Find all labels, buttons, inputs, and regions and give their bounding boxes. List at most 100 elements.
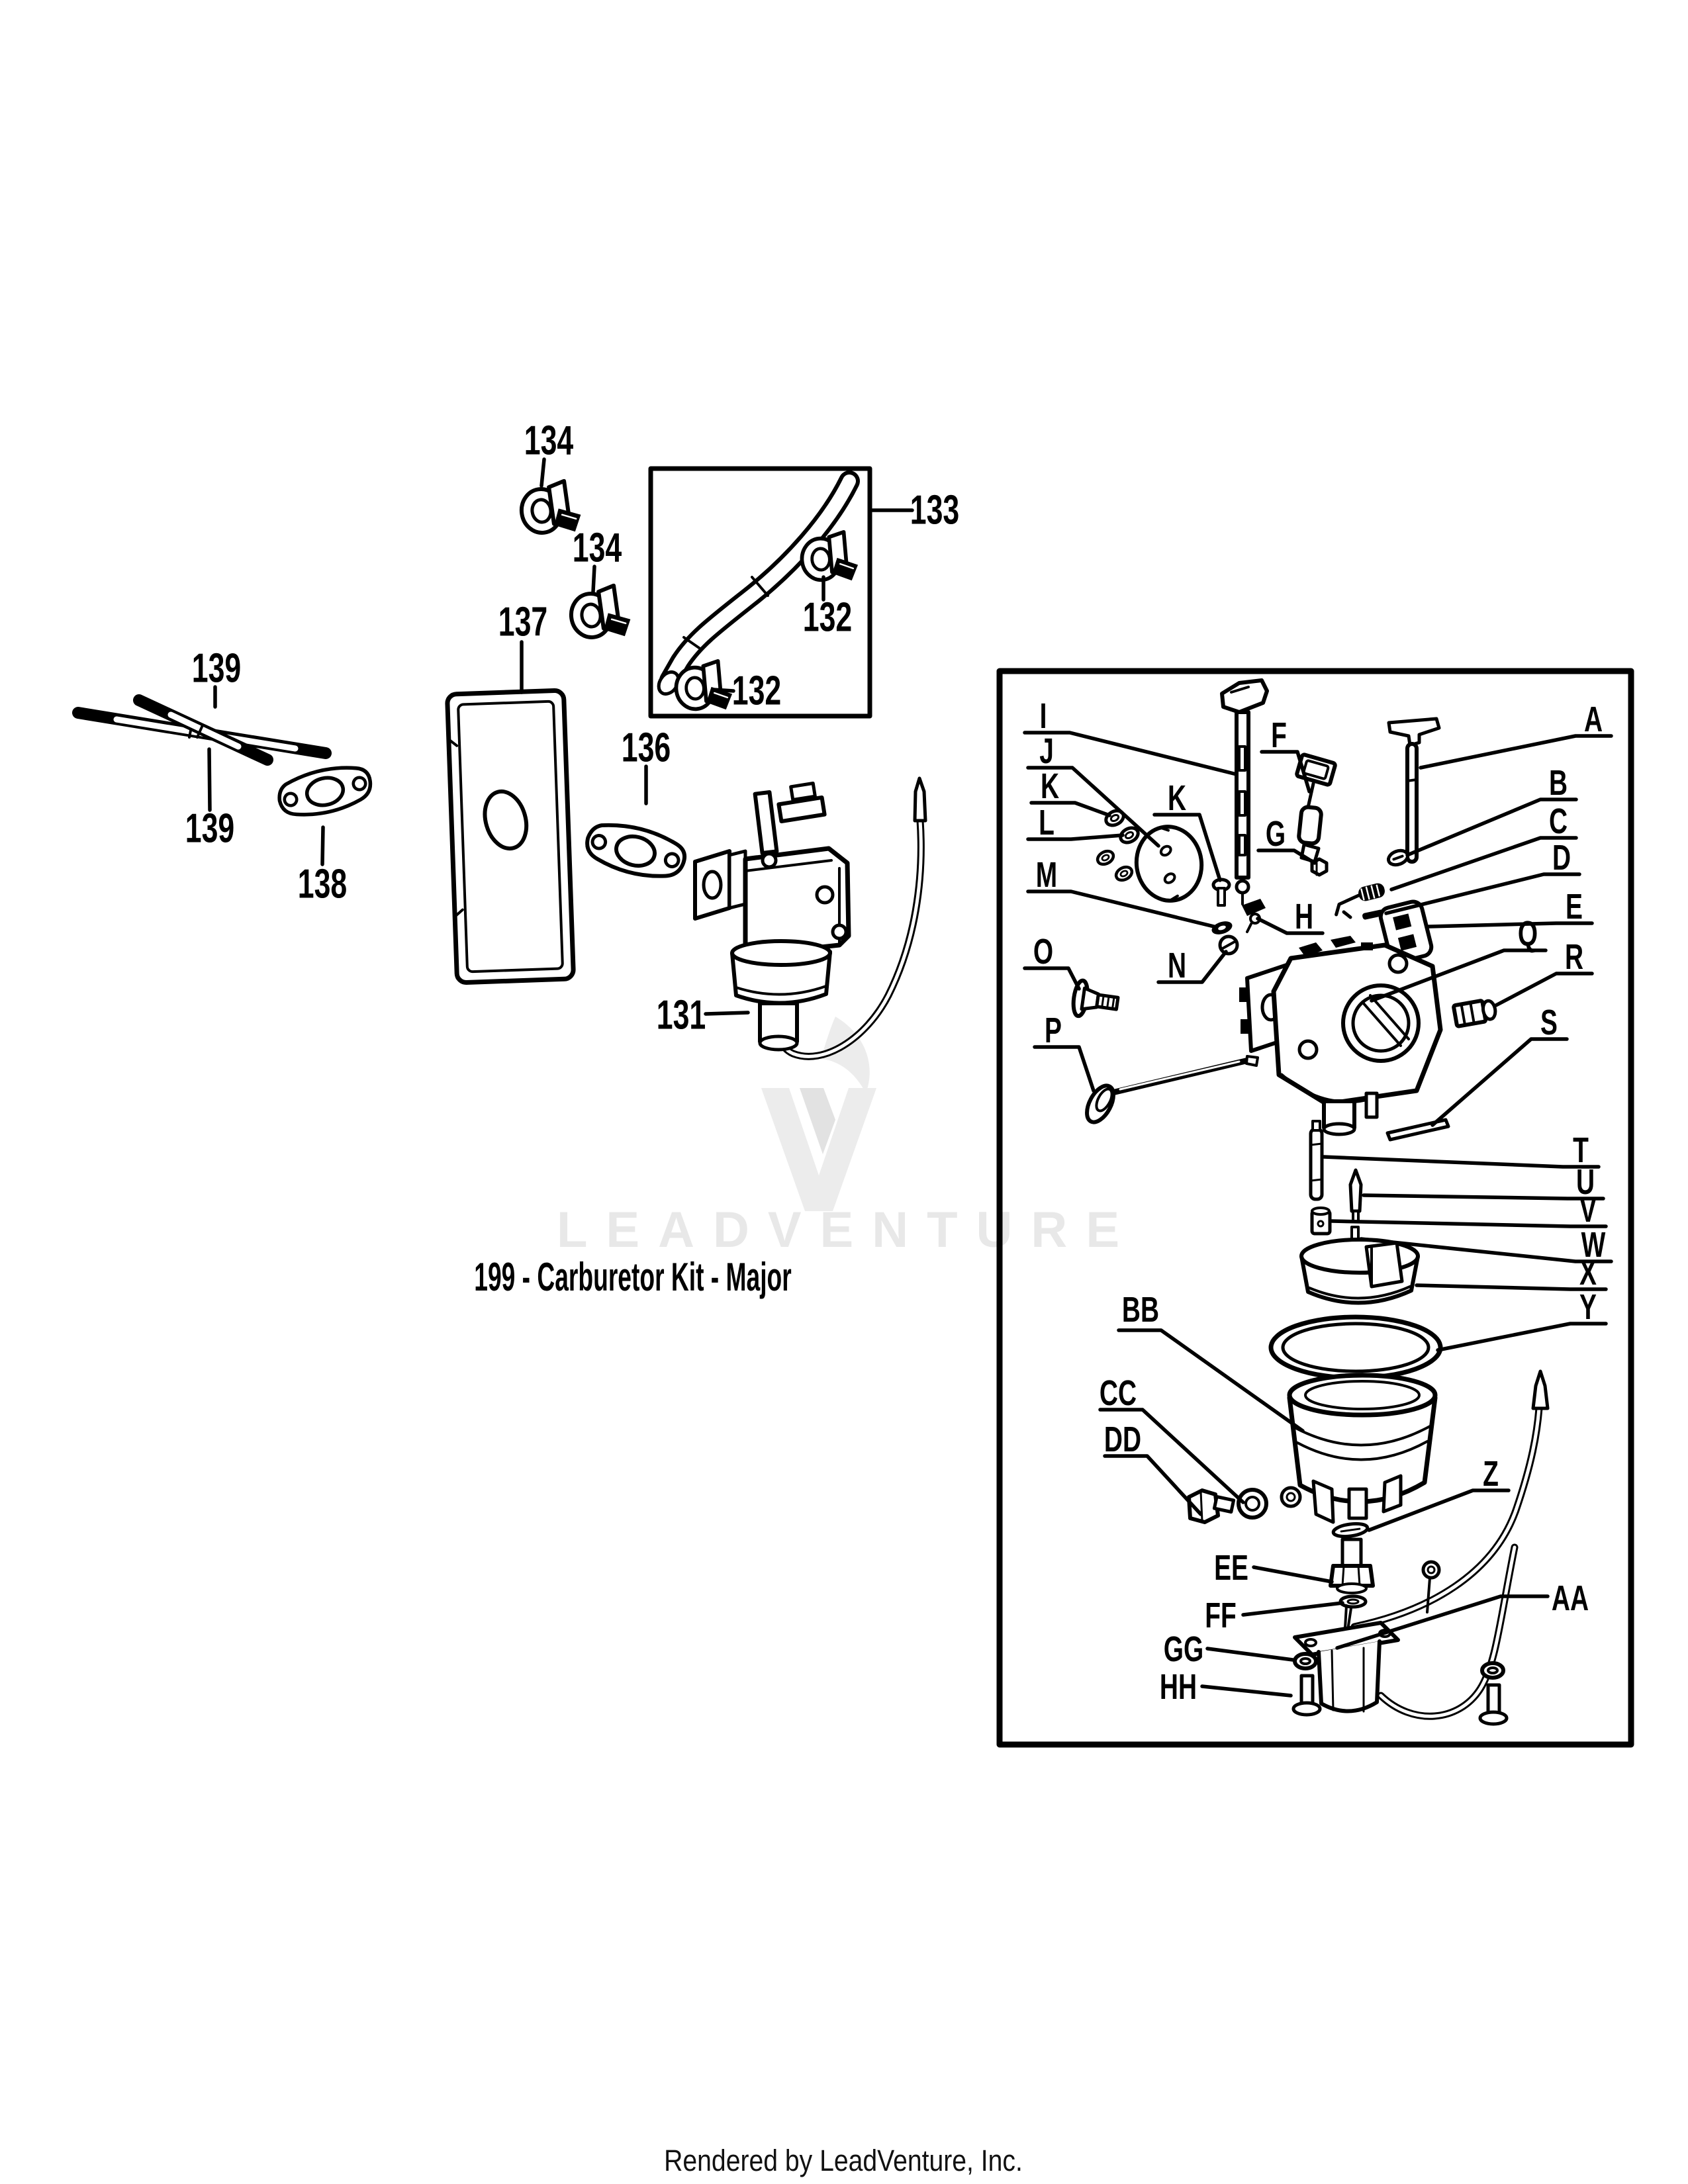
- part-label-V: V: [1579, 1189, 1597, 1230]
- part-plate-screw: [1211, 878, 1231, 907]
- part-label-J: J: [1039, 731, 1054, 771]
- leader-line-D: [1384, 872, 1581, 915]
- part-label-S: S: [1540, 1002, 1558, 1042]
- part-gasket-138: [275, 760, 375, 822]
- leader-line-Y: [1436, 1322, 1608, 1352]
- part-drain-screw-cc: [1187, 1488, 1236, 1524]
- part-fuel-hose-133: [657, 471, 860, 696]
- part-label-Q: Q: [1518, 913, 1538, 954]
- part-hose-clamp-134-lower: [568, 584, 633, 643]
- carburetor-exploded-detail: [996, 668, 1634, 1748]
- part-label-W: W: [1581, 1224, 1606, 1265]
- part-label-Z: Z: [1483, 1453, 1499, 1494]
- part-label-G: G: [1266, 813, 1286, 854]
- part-float-pin-s: [1385, 1118, 1450, 1142]
- leader-line-X: [1415, 1283, 1608, 1291]
- part-label-136: 136: [622, 725, 671, 771]
- leader-line-I: [1023, 731, 1239, 776]
- part-float-needle-u: [1348, 1168, 1363, 1223]
- leader-line-K-mid: [1152, 813, 1222, 882]
- leader-line-S: [1430, 1037, 1569, 1127]
- footer-text: Rendered by LeadVenture, Inc.: [664, 2144, 1023, 2177]
- part-bowl-screw-p: [1085, 1055, 1259, 1124]
- part-label-A: A: [1584, 699, 1603, 739]
- carburetor-mounting-parts: [72, 466, 927, 1060]
- leader-line-134-lower: [591, 565, 596, 594]
- part-choke-plate: [1134, 825, 1204, 903]
- part-label-139-lower: 139: [185, 806, 234, 852]
- part-label-138: 138: [298, 862, 347, 907]
- part-solenoid-valve-ee: [1329, 1537, 1375, 1594]
- part-seal-ring-pair: [1096, 808, 1141, 883]
- leader-line-HH: [1200, 1684, 1293, 1698]
- part-spring-c: [1335, 883, 1385, 917]
- part-label-132-box: 132: [803, 595, 852, 641]
- leader-line-EE: [1252, 1565, 1334, 1584]
- part-clip-d: [1342, 909, 1383, 920]
- leader-line-N: [1156, 950, 1228, 984]
- part-label-T: T: [1573, 1130, 1589, 1170]
- part-mount-washer-right: [1482, 1663, 1503, 1678]
- leader-line-Z: [1367, 1488, 1511, 1532]
- part-label-U: U: [1576, 1161, 1595, 1202]
- part-carburetor-assembly-131: [693, 776, 927, 1060]
- part-label-139-upper: 139: [192, 646, 241, 692]
- part-label-133: 133: [910, 488, 959, 533]
- part-label-GG: GG: [1164, 1629, 1203, 1669]
- part-bolt-hh: [1293, 1676, 1320, 1715]
- leader-line-BB: [1117, 1328, 1305, 1433]
- part-stud-139-lower: [133, 694, 273, 766]
- part-needle-seat-h: [1242, 899, 1266, 933]
- part-label-R: R: [1565, 936, 1583, 977]
- part-label-H: H: [1295, 896, 1313, 936]
- part-bowl-oring-y: [1268, 1314, 1443, 1381]
- part-bowl-gasket-z: [1331, 1522, 1370, 1539]
- leader-line-138: [320, 825, 325, 866]
- part-label-137: 137: [498, 600, 547, 645]
- part-label-FF: FF: [1205, 1595, 1237, 1635]
- leader-line-132-lower: [712, 688, 735, 693]
- leader-line-131: [704, 1011, 750, 1016]
- part-label-131: 131: [657, 993, 706, 1038]
- part-label-K-left: K: [1041, 766, 1059, 806]
- leader-line-AA: [1335, 1594, 1550, 1650]
- part-label-AA: AA: [1552, 1578, 1589, 1618]
- part-solenoid-aa: [1293, 1369, 1550, 1720]
- part-jet-holder-f: [1295, 752, 1337, 864]
- part-idle-screw-o: [1071, 978, 1120, 1019]
- part-label-Y: Y: [1579, 1287, 1597, 1327]
- part-mount-bolt-right: [1480, 1685, 1507, 1724]
- leader-line-F: [1260, 750, 1311, 794]
- detail-box: [996, 668, 1634, 1748]
- part-label-BB: BB: [1122, 1289, 1159, 1330]
- part-label-132-lower: 132: [732, 668, 781, 714]
- leader-line-CC: [1098, 1408, 1245, 1504]
- leader-line-G: [1256, 848, 1317, 865]
- part-emulsion-tube-t: [1309, 1120, 1324, 1201]
- part-main-jet-v: [1310, 1206, 1332, 1236]
- part-gasket-136: [583, 817, 689, 885]
- leader-line-Q: [1370, 948, 1548, 1003]
- leader-line-E: [1427, 921, 1594, 929]
- part-carburetor-body: [1239, 936, 1443, 1136]
- kit-title: 199 - Carburetor Kit - Major: [474, 1255, 791, 1299]
- leader-line-O: [1023, 966, 1081, 991]
- part-label-HH: HH: [1160, 1666, 1197, 1707]
- part-label-X: X: [1579, 1252, 1597, 1293]
- part-slotted-washer: [1218, 934, 1239, 956]
- leader-line-T: [1322, 1155, 1601, 1169]
- part-label-P: P: [1045, 1010, 1062, 1050]
- part-label-O: O: [1033, 931, 1053, 972]
- watermark-text: LEADVENTURE: [557, 1202, 1138, 1258]
- part-choke-shaft-a: [1387, 717, 1441, 864]
- leader-line-A: [1419, 734, 1613, 770]
- part-fuel-bowl: [1280, 1373, 1438, 1524]
- part-label-134-lower: 134: [573, 525, 622, 571]
- part-label-K-mid: K: [1168, 778, 1186, 818]
- leader-line-K-left: [1029, 801, 1111, 817]
- leader-line-DD: [1103, 1454, 1203, 1516]
- leader-line-GG: [1205, 1647, 1295, 1662]
- part-washer-b: [1386, 848, 1410, 867]
- leader-line-R: [1493, 972, 1594, 1008]
- part-float-x: [1299, 1238, 1420, 1305]
